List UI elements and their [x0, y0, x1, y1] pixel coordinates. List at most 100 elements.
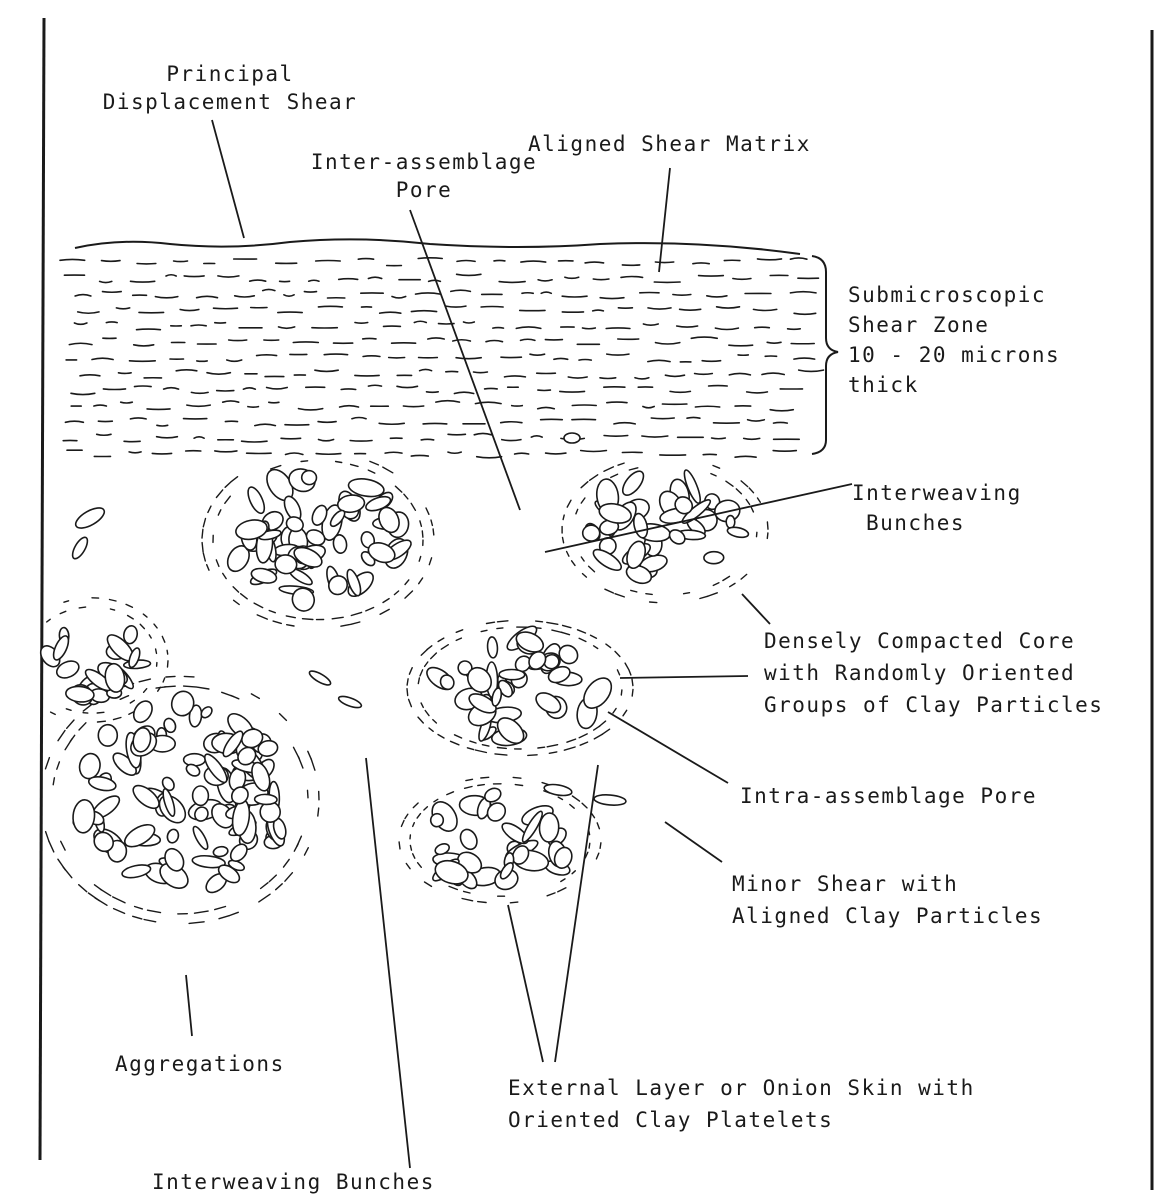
matrix-dash: [174, 261, 188, 262]
label-interweaving-bunches-right: Interweaving Bunches: [852, 478, 1022, 538]
left-border-line: [40, 18, 44, 1160]
matrix-dash: [65, 421, 83, 422]
onion-skin-dash: [456, 630, 463, 633]
onion-skin-dash: [510, 902, 517, 903]
matrix-dash: [403, 406, 423, 407]
matrix-dash: [166, 275, 176, 276]
onion-skin-dash: [707, 593, 717, 597]
onion-skin-dash: [561, 879, 565, 882]
onion-skin-dash: [97, 712, 104, 713]
matrix-dash: [691, 337, 717, 338]
label-line: Groups of Clay Particles: [764, 689, 1103, 721]
onion-skin-dash: [259, 894, 270, 902]
matrix-dash: [135, 386, 152, 387]
onion-skin-dash: [407, 689, 408, 696]
onion-skin-dash: [79, 607, 85, 608]
onion-skin-dash: [564, 747, 575, 750]
onion-skin-dash: [465, 787, 472, 789]
onion-skin-dash: [420, 521, 422, 526]
matrix-dash: [97, 434, 111, 435]
matrix-dash: [420, 369, 432, 370]
matrix-dash: [316, 261, 341, 262]
onion-skin-dash: [572, 561, 575, 566]
onion-skin-dash: [251, 694, 259, 699]
label-line: External Layer or Onion Skin with: [508, 1072, 975, 1104]
clay-particle: [487, 637, 498, 659]
matrix-dash: [680, 309, 701, 310]
onion-skin-dash: [202, 543, 203, 552]
matrix-dash: [263, 289, 275, 290]
onion-skin-dash: [202, 529, 203, 538]
matrix-dash: [670, 391, 690, 392]
onion-skin-dash: [498, 621, 508, 622]
onion-skin-dash: [604, 467, 613, 471]
onion-skin-dash: [591, 635, 597, 638]
clay-particle: [583, 525, 600, 541]
onion-skin-dash: [438, 735, 444, 739]
matrix-dash: [103, 389, 125, 390]
onion-skin-dash: [425, 662, 428, 666]
onion-skin-dash: [449, 886, 457, 889]
isolated-platelet: [308, 669, 333, 688]
onion-skin-dash: [419, 557, 421, 562]
clay-particle: [704, 552, 724, 564]
matrix-dash: [481, 307, 503, 308]
onion-skin-dash: [515, 785, 522, 786]
matrix-dash: [341, 389, 356, 390]
onion-skin-dash: [495, 754, 507, 755]
matrix-dash: [155, 297, 177, 298]
onion-skin-dash: [605, 589, 614, 593]
onion-skin-dash: [528, 755, 537, 756]
onion-skin-dash: [128, 616, 134, 619]
onion-skin-dash: [478, 902, 486, 903]
onion-skin-dash: [767, 522, 768, 529]
matrix-dash: [453, 340, 471, 341]
matrix-dash: [358, 259, 373, 260]
onion-skin-dash: [301, 461, 308, 462]
matrix-dash: [457, 261, 475, 262]
matrix-dash: [477, 457, 502, 458]
clay-particle: [213, 846, 229, 858]
clay-particle: [726, 526, 749, 539]
onion-skin-dash: [273, 621, 281, 623]
onion-skin-dash: [184, 676, 194, 677]
onion-skin-dash: [600, 843, 601, 849]
matrix-dash: [606, 328, 630, 329]
onion-skin-dash: [53, 778, 54, 785]
onion-skin-dash: [420, 670, 423, 676]
onion-skin-dash: [481, 630, 487, 631]
onion-skin-dash: [418, 678, 419, 684]
onion-skin-dash: [410, 845, 411, 850]
onion-skin-dash: [298, 757, 303, 768]
onion-skin-dash: [579, 638, 586, 641]
clay-particle: [254, 794, 277, 805]
matrix-dash: [250, 280, 266, 281]
leader-aggregations: [186, 975, 192, 1036]
onion-skin-dash: [497, 628, 503, 629]
matrix-dash: [794, 313, 816, 314]
leader-external-a: [508, 905, 543, 1062]
matrix-dash: [604, 436, 628, 437]
matrix-dash: [355, 375, 379, 376]
matrix-dash: [309, 280, 319, 281]
label-inter-assemblage-pore: Inter-assemblage Pore: [311, 148, 537, 204]
onion-skin-dash: [623, 710, 627, 716]
matrix-dash: [130, 418, 146, 419]
leader-external-b: [555, 765, 598, 1062]
onion-skin-dash: [561, 632, 569, 635]
matrix-dash: [677, 326, 698, 327]
matrix-dash: [299, 409, 323, 410]
matrix-dash: [565, 277, 579, 278]
onion-skin-dash: [563, 625, 571, 627]
matrix-dash: [421, 439, 434, 440]
onion-skin-dash: [88, 893, 99, 901]
matrix-dash: [278, 312, 302, 313]
matrix-dash: [119, 373, 132, 374]
matrix-dash: [75, 295, 91, 296]
matrix-dash: [242, 441, 267, 442]
matrix-dash: [607, 354, 629, 355]
onion-skin-dash: [433, 529, 434, 535]
matrix-dash: [799, 370, 824, 371]
matrix-dash: [515, 453, 529, 454]
matrix-dash: [427, 392, 439, 393]
